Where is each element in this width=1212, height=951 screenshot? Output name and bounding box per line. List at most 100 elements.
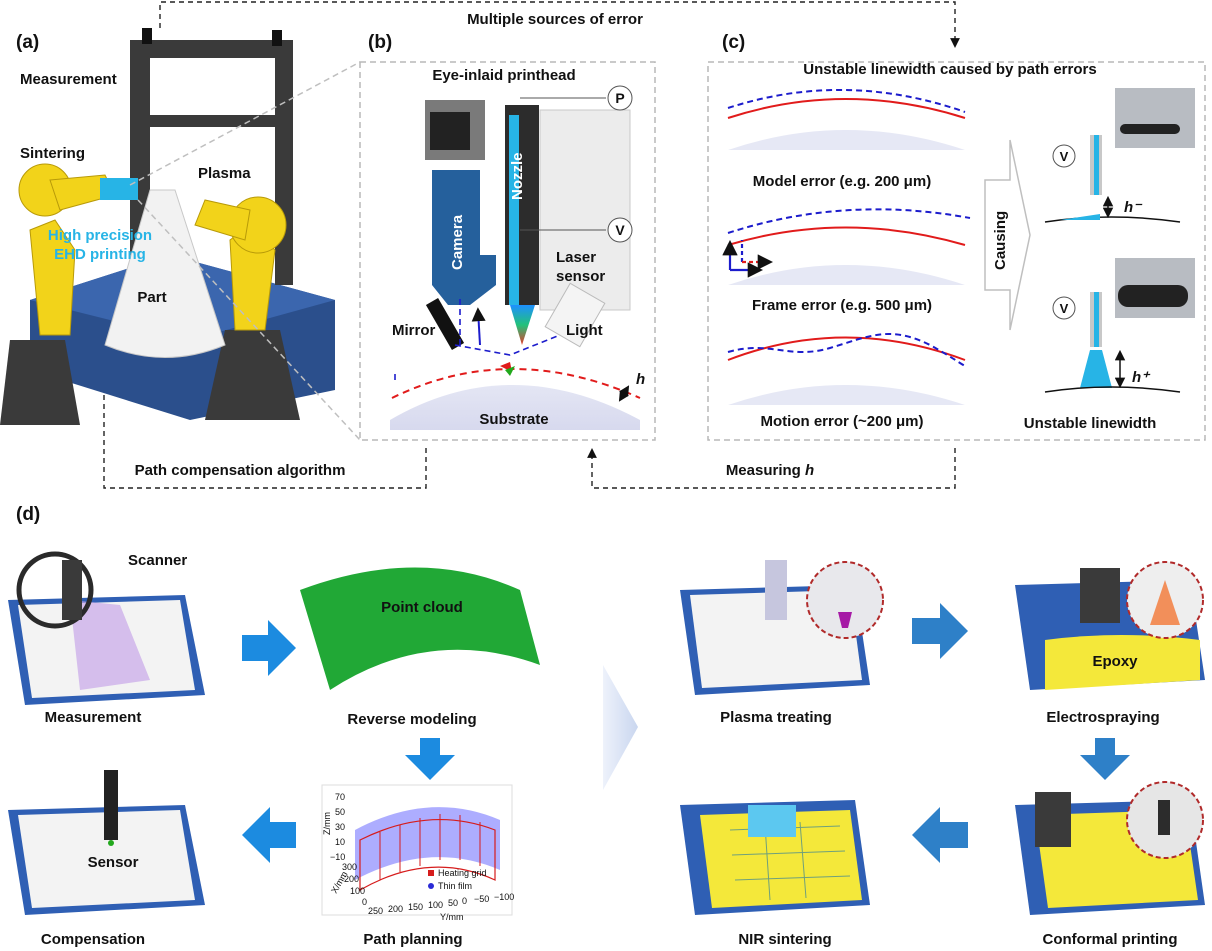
plasma-nozzle — [765, 560, 787, 620]
nir-scene: NIR sintering — [680, 800, 870, 948]
arrow-1 — [242, 620, 296, 676]
v2-label: V — [1060, 301, 1069, 316]
plasma-zoom — [806, 561, 884, 639]
nir-lamp — [748, 805, 796, 837]
printhead-blob — [100, 178, 138, 200]
plasma-scene: Plasma treating — [680, 560, 884, 726]
z-tick-0: 70 — [335, 792, 345, 802]
y-tick-3: 100 — [428, 900, 443, 910]
big-divider-arrow — [603, 665, 638, 790]
nozzle-label: Nozzle — [509, 152, 526, 200]
light-shape — [544, 282, 606, 348]
epoxy-label: Epoxy — [1092, 653, 1138, 670]
hp-line2: EHD printing — [54, 246, 146, 263]
compensation-scene: Sensor Compensation — [8, 770, 205, 948]
panel-b-box — [359, 61, 656, 441]
substrate-label: Substrate — [479, 411, 548, 428]
unstable-label: Unstable linewidth — [1024, 415, 1157, 432]
y-tick-0: 250 — [368, 906, 383, 916]
z-tick-2: 30 — [335, 822, 345, 832]
panel-d: (d) Scanner Measurement Point cloud Reve… — [8, 504, 1205, 948]
plasma-jet — [838, 612, 852, 628]
measurement-label-d: Measurement — [45, 709, 142, 726]
measuring-flow-line — [587, 448, 956, 489]
measurement-label-a: Measurement — [20, 71, 117, 88]
scanner-label: Scanner — [128, 552, 187, 569]
measuring-h-label: Measuring h — [726, 462, 814, 479]
laser-label-1: Laser — [556, 249, 596, 266]
conformal-scene: Conformal printing — [1015, 781, 1205, 948]
sheet-2 — [18, 810, 195, 908]
x-tick-3: 0 — [362, 897, 367, 907]
legend-heating-label: Heating grid — [438, 868, 487, 878]
spray-head — [1080, 568, 1120, 623]
sintering-label: Sintering — [20, 145, 85, 162]
z-tick-1: 50 — [335, 807, 345, 817]
measurement-scene: Scanner Measurement — [8, 551, 205, 726]
y-tick-1: 200 — [388, 904, 403, 914]
substrate-shape — [390, 385, 640, 430]
motion-error-label: Motion error (~200 μm) — [761, 413, 924, 430]
heating-grid-lines — [379, 814, 481, 880]
arrow-5 — [1080, 738, 1130, 780]
panel-b-label: (b) — [368, 32, 392, 53]
error-flow-line — [159, 1, 960, 48]
h-arrow-b — [618, 385, 630, 402]
motion-substrate — [728, 385, 965, 405]
photo-thin-line-mark — [1120, 124, 1180, 134]
sensor-dot — [108, 840, 114, 846]
scan-light — [70, 600, 150, 690]
reverse-modeling-label: Reverse modeling — [347, 711, 476, 728]
frame-error-label: Frame error (e.g. 500 μm) — [752, 297, 932, 314]
measurement-frame — [130, 28, 293, 300]
point-cloud-shape — [300, 567, 540, 690]
causing-arrow — [984, 139, 1031, 331]
nozzle-2-ink — [1094, 292, 1099, 347]
flow-lines — [99, 1, 960, 489]
light-label: Light — [566, 322, 603, 339]
mirror-shape — [425, 297, 465, 351]
cone-2 — [1080, 350, 1112, 388]
laser-housing — [539, 109, 631, 311]
h-label-b: h — [636, 371, 645, 388]
robot-arm-right — [194, 196, 287, 331]
photo-thin-line — [1115, 88, 1195, 148]
electrospraying-label: Electrospraying — [1046, 709, 1159, 726]
plasma-label: Plasma — [198, 165, 251, 182]
panel-c-box — [707, 61, 1206, 441]
legend-thin-label: Thin film — [438, 881, 472, 891]
panel-c-title: Unstable linewidth caused by path errors — [803, 61, 1096, 78]
nir-sintering-label: NIR sintering — [738, 931, 831, 948]
path-comp-label: Path compensation algorithm — [135, 462, 346, 479]
v2-circle — [1052, 296, 1076, 320]
camera-lens-box — [430, 112, 470, 150]
part-label: Part — [137, 289, 166, 306]
conformal-printing-label: Conformal printing — [1043, 931, 1178, 948]
p-circle — [607, 85, 633, 111]
line-1 — [1060, 214, 1100, 220]
p-label: P — [615, 90, 624, 106]
motion-error-path — [727, 333, 966, 367]
nozzle-1-ink — [1094, 135, 1099, 195]
z-axis-label: Z/mm — [322, 812, 332, 835]
y-tick-5: 0 — [462, 896, 467, 906]
optical-beams — [394, 295, 561, 380]
legend-thin-swatch — [428, 883, 434, 889]
frame-nominal-path — [727, 226, 966, 246]
photo-thick-line-mark — [1118, 285, 1188, 307]
x-tick-2: 100 — [350, 886, 365, 896]
model-error-path — [727, 89, 966, 113]
y-axis-label: Y/mm — [440, 912, 464, 922]
panel-a-label: (a) — [16, 32, 39, 53]
v-circle — [607, 217, 633, 243]
v1-label: V — [1060, 149, 1069, 164]
panel-d-label: (d) — [16, 504, 40, 525]
nozzle-tip — [510, 305, 535, 345]
spray-cone — [1150, 580, 1180, 625]
mirror-label: Mirror — [392, 322, 436, 339]
plasma-treating-label: Plasma treating — [720, 709, 832, 726]
hminus-label: h⁻ — [1124, 199, 1143, 216]
model-error-label: Model error (e.g. 200 μm) — [753, 173, 931, 190]
path-plot: 70 50 30 10 −10 Z/mm 300 200 100 0 X/mm … — [321, 784, 514, 948]
